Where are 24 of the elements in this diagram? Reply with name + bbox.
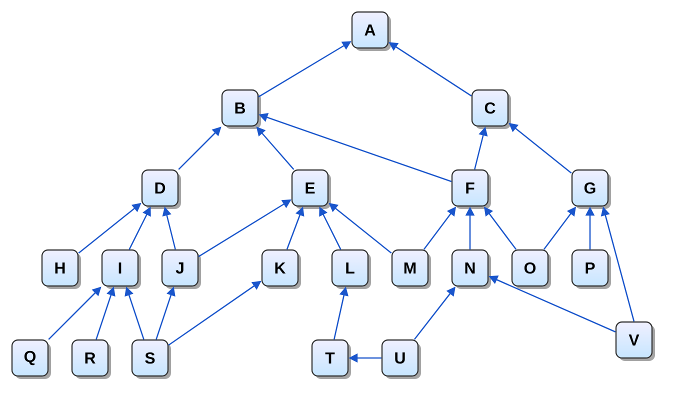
- node-box: Q: [11, 339, 51, 379]
- arrow: [48, 286, 102, 340]
- node-box: H: [41, 249, 81, 289]
- node-box: R: [71, 339, 111, 379]
- node-box: M: [391, 249, 431, 289]
- node-box: D: [141, 169, 181, 209]
- node-box: V: [615, 321, 655, 361]
- node-box: P: [571, 249, 611, 289]
- node-box: N: [451, 249, 491, 289]
- node-box: L: [331, 249, 371, 289]
- node-box: K: [261, 249, 301, 289]
- node-box: G: [571, 169, 611, 209]
- node-box: O: [511, 249, 551, 289]
- node-box: T: [311, 339, 351, 379]
- node-box: B: [221, 89, 261, 129]
- arrow: [178, 126, 222, 170]
- node-box: F: [451, 169, 491, 209]
- node-box: U: [381, 339, 421, 379]
- node-box: S: [131, 339, 171, 379]
- node-box: C: [471, 89, 511, 129]
- node-box: J: [161, 249, 201, 289]
- node-box: I: [101, 249, 141, 289]
- node-box: A: [351, 11, 391, 51]
- node-box: E: [291, 169, 331, 209]
